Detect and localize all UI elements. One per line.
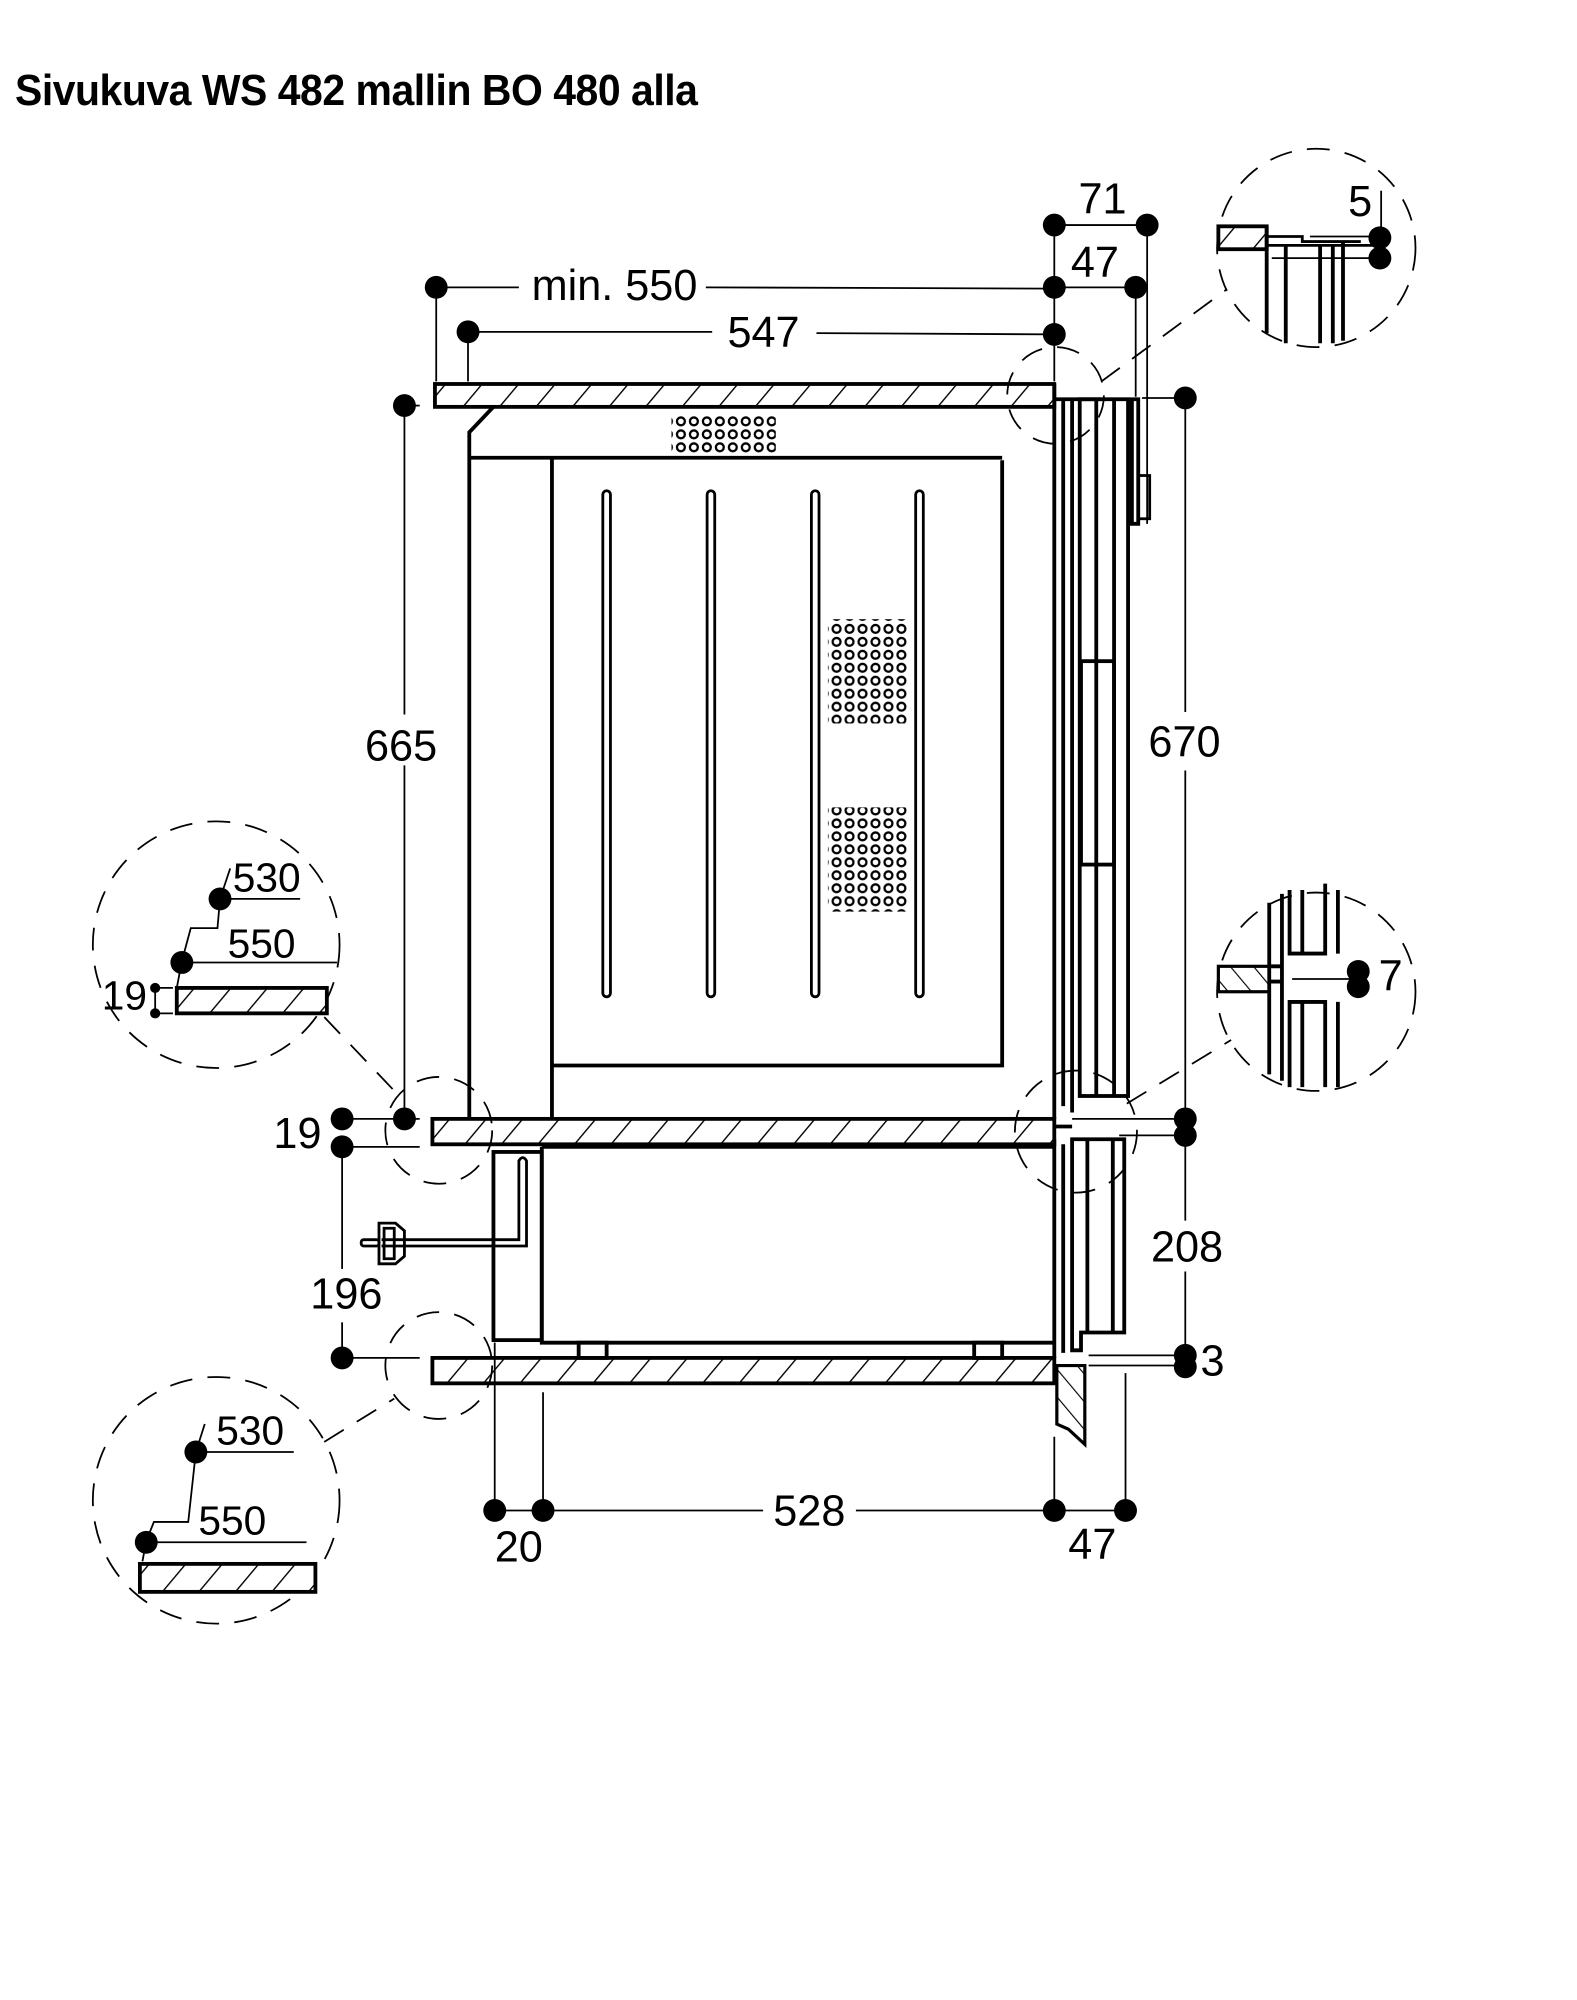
dim-dot [1173, 1123, 1197, 1147]
detail-550-lower: 550 [198, 1498, 266, 1544]
dim-dot [330, 1107, 354, 1131]
page-title: Sivukuva WS 482 mallin BO 480 alla [15, 66, 698, 115]
top-vent-grid [671, 414, 776, 454]
dim-547: 547 [727, 309, 799, 357]
dim-dot [1173, 1355, 1197, 1379]
detail-left-upper: 530 550 19 [91, 820, 341, 1069]
dim-dot [1135, 213, 1159, 237]
dim-min-550: min. 550 [532, 262, 698, 310]
dim-dot [1173, 386, 1197, 410]
detail-left-lower: 530 550 [91, 1376, 341, 1625]
dim-dot [424, 275, 448, 299]
dim-19-left: 19 [273, 1110, 321, 1158]
dim-47-top: 47 [1071, 239, 1119, 287]
rear-vent-grid-upper [827, 619, 907, 724]
detail-top-right: 5 [1216, 147, 1417, 348]
warming-drawer [381, 1137, 1127, 1449]
dim-dot [1042, 322, 1066, 346]
detail-550-upper: 550 [228, 920, 296, 966]
dim-196: 196 [310, 1270, 382, 1318]
oven-body [467, 383, 1057, 1119]
dim-665: 665 [365, 722, 437, 770]
dim-20: 20 [495, 1523, 543, 1571]
lower-cabinet-panel [430, 1356, 1057, 1386]
dim-dot [1042, 275, 1066, 299]
rear-vent-grid-lower [827, 807, 907, 912]
detail-530-lower: 530 [216, 1407, 284, 1453]
dim-dot [483, 1499, 507, 1522]
upper-cabinet-panel [433, 382, 1057, 409]
dim-dot [1042, 1499, 1066, 1522]
oven-door [1054, 397, 1152, 1129]
dim-3: 3 [1201, 1338, 1225, 1386]
dim-528: 528 [773, 1488, 845, 1536]
detail-19-upper: 19 [102, 973, 147, 1019]
dim-47-bottom: 47 [1068, 1521, 1116, 1569]
detail-530-upper: 530 [233, 854, 301, 900]
power-plug-icon [359, 1221, 406, 1266]
dim-dot [531, 1499, 555, 1522]
dim-dot [1042, 213, 1066, 237]
detail-5-label: 5 [1348, 178, 1372, 226]
dim-dot [1114, 1499, 1137, 1522]
dim-670: 670 [1148, 719, 1220, 767]
dim-208: 208 [1151, 1223, 1223, 1271]
dim-dot [1173, 1107, 1197, 1131]
detail-7-label: 7 [1379, 952, 1403, 1000]
middle-cabinet-panel [430, 1116, 1057, 1147]
dim-dot [456, 320, 480, 344]
dim-71: 71 [1078, 176, 1126, 224]
detail-mid-right: 7 [1216, 883, 1417, 1092]
dim-dot [392, 394, 416, 418]
dim-dot [1124, 275, 1148, 299]
dim-dot [330, 1346, 354, 1370]
